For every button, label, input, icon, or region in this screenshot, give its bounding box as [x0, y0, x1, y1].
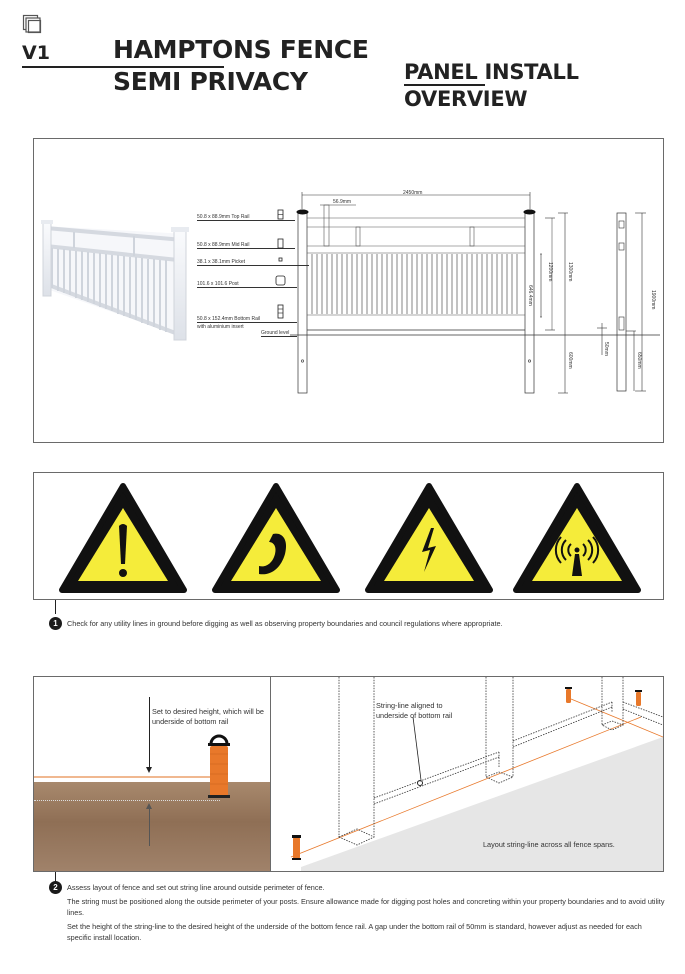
step1-connector	[55, 600, 56, 614]
radio-signal-warning-icon	[513, 483, 641, 593]
step1-text: Check for any utility lines in ground be…	[67, 619, 503, 628]
step2-para2: Set the height of the string-line to the…	[67, 922, 642, 942]
stringline-layout-drawing	[290, 677, 663, 871]
component-label-mid-rail: 50.8 x 88.9mm Mid Rail	[197, 242, 295, 249]
arrow-down-head	[146, 767, 152, 773]
title-underline	[22, 66, 224, 68]
fence-render-image	[41, 220, 189, 341]
rail-profile-icons	[275, 209, 286, 319]
dim-panel-height: 1200mm	[547, 262, 553, 282]
dim-above-ground: 1300mm	[567, 262, 573, 282]
dim-picket-height: 646.4mm	[527, 285, 533, 306]
component-label-top-rail: 50.8 x 88.9mm Top Rail	[197, 214, 295, 221]
version-label: V1	[22, 42, 50, 64]
subtitle-underline	[404, 84, 485, 86]
component-label-picket: 38.1 x 38.1mm Picket	[197, 259, 309, 266]
dim-below-ground: 600mm	[567, 352, 573, 369]
page-subtitle-line1: PANEL INSTALL	[404, 60, 579, 84]
arrow-up-head	[146, 803, 152, 809]
soil-photo	[34, 782, 271, 871]
dim-gap: 50mm	[603, 342, 609, 356]
step2-para1: The string must be positioned along the …	[67, 897, 665, 917]
reel-icon-small	[292, 687, 642, 860]
dim-picket-gap: 56.9mm	[333, 199, 352, 205]
component-label-bottom-rail: 50.8 x 152.4mm Bottom Rail	[197, 316, 297, 323]
stacked-squares-logo-icon	[22, 14, 42, 34]
step-number-1: 1	[49, 617, 62, 630]
page-title-line2: SEMI PRIVACY	[113, 67, 308, 96]
ground-dotted-line	[34, 800, 220, 801]
step2-connector	[55, 872, 56, 882]
dim-post-below: 650mm	[636, 352, 642, 369]
component-label-post: 101.6 x 101.6 Post	[197, 281, 297, 288]
left-caption: Set to desired height, which will be und…	[152, 707, 264, 726]
component-label-insert: with aluminium insert	[197, 324, 244, 330]
dim-width: 2450mm	[403, 190, 423, 196]
fence-elevation-drawing	[290, 192, 660, 394]
dim-post-total: 1900mm	[650, 290, 656, 310]
bottom-caption: Layout string-line across all fence span…	[483, 840, 615, 849]
step2-heading: Assess layout of fence and set out strin…	[67, 883, 325, 892]
ground-level-label: Ground level	[261, 330, 297, 337]
right-caption: String-line aligned to underside of bott…	[376, 701, 453, 720]
step-number-2: 2	[49, 881, 62, 894]
string-line-orange	[34, 776, 210, 778]
exclamation-warning-icon	[59, 483, 187, 593]
page-subtitle-line2: OVERVIEW	[404, 87, 528, 111]
electrical-hazard-icon	[365, 483, 493, 593]
telephone-warning-icon	[212, 483, 340, 593]
string-line-reel-icon	[208, 734, 230, 798]
arrow-down-line	[149, 697, 150, 769]
page-title-line1: HAMPTONS FENCE	[113, 35, 369, 64]
arrow-up-line	[149, 808, 150, 846]
